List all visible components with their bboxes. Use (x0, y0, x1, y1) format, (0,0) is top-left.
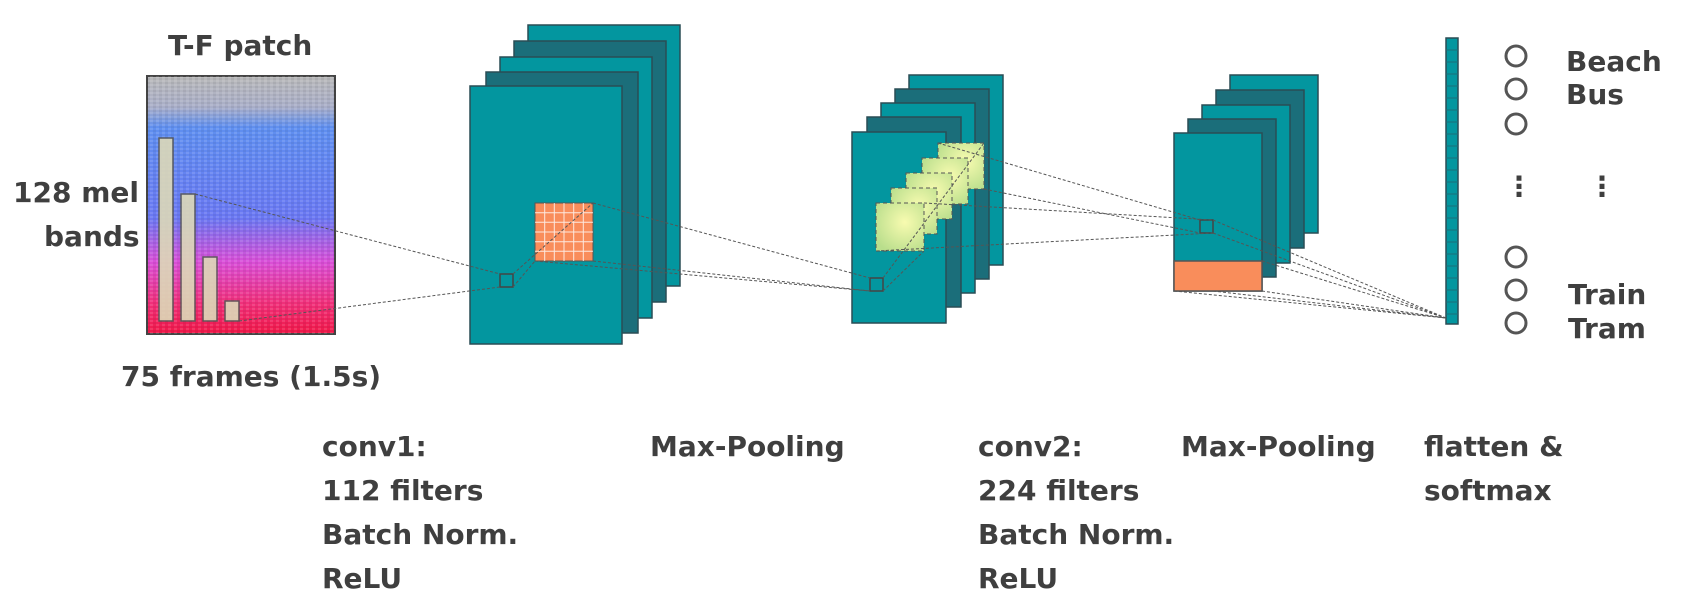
input-spectrogram (146, 75, 336, 335)
layer-label-line: Batch Norm. (322, 518, 519, 551)
layer-label-line: ReLU (322, 562, 403, 595)
connector-lines (194, 142, 1447, 322)
layer-label-softmax: flatten & softmax (1424, 425, 1564, 513)
layer-label-line: 224 filters (978, 474, 1140, 507)
spectrogram-bars (158, 137, 240, 322)
class-label-bus: Bus (1566, 78, 1624, 111)
layer-label-pool1: Max-Pooling (650, 425, 845, 469)
spectrogram-bar (158, 137, 174, 322)
layer-label-line: Batch Norm. (978, 518, 1175, 551)
spectrogram-bar (224, 300, 240, 322)
spectrogram-bar (202, 256, 218, 322)
class-ellipsis: ⋮ (1588, 170, 1616, 203)
output-node-tram (1504, 311, 1528, 335)
pool2-highlight-region (1173, 260, 1263, 292)
output-nodes (1504, 44, 1528, 335)
output-node-bus (1504, 77, 1528, 101)
spectrogram-bar (180, 193, 196, 322)
pool1-output-unit (869, 277, 884, 292)
conv1-feature-maps (469, 24, 681, 345)
input-xlabel: 75 frames (1.5s) (121, 360, 382, 393)
output-node-beach (1504, 44, 1528, 68)
flatten-vector (1445, 37, 1459, 325)
layer-label-pool2: Max-Pooling (1181, 425, 1376, 469)
input-ylabel-line1: 128 mel (13, 176, 139, 209)
class-label-beach: Beach (1566, 45, 1662, 78)
input-ylabel-line2: bands (44, 220, 140, 253)
conv1-output-unit (499, 273, 514, 288)
class-label-tram: Tram (1568, 312, 1646, 345)
layer-label-line: ReLU (978, 562, 1059, 595)
layer-label-line: softmax (1424, 474, 1552, 507)
node-ellipsis: ⋮ (1505, 170, 1533, 203)
layer-label-line: conv2: (978, 430, 1083, 463)
layer-label-line: Max-Pooling (1181, 430, 1376, 463)
layer-label-line: conv1: (322, 430, 427, 463)
output-node (1504, 112, 1528, 136)
layer-label-conv1: conv1: 112 filters Batch Norm. ReLU (322, 425, 518, 601)
layer-label-conv2: conv2: 224 filters Batch Norm. ReLU (978, 425, 1174, 601)
input-title: T-F patch (168, 29, 313, 62)
output-node-train (1504, 278, 1528, 302)
class-label-train: Train (1568, 278, 1647, 311)
layer-label-line: flatten & (1424, 430, 1564, 463)
pool2-feature-maps (1173, 74, 1319, 292)
output-node (1504, 245, 1528, 269)
layer-label-line: 112 filters (322, 474, 484, 507)
layer-label-line: Max-Pooling (650, 430, 845, 463)
conv1-kernel-grid (534, 202, 594, 262)
